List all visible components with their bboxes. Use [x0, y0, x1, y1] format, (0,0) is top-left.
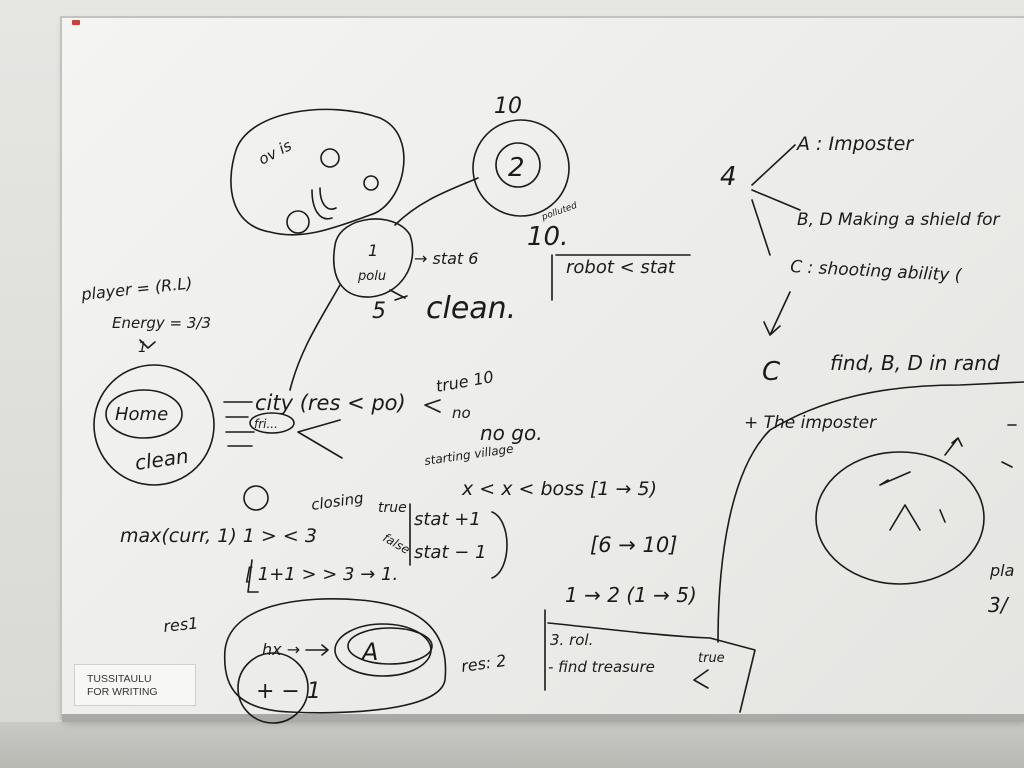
treasure-box — [544, 609, 756, 713]
note-polu: polu — [357, 269, 386, 284]
blob-outline — [230, 108, 405, 236]
a-circle-inner — [347, 627, 433, 665]
link-1-home — [289, 284, 341, 391]
note-plus-imposter: + The imposter — [744, 413, 877, 433]
home-marker — [139, 339, 156, 349]
note-max-curr: max(curr, 1) 1 > < 3 — [120, 525, 317, 547]
note-c-letter: C — [762, 357, 781, 387]
note-plus-minus-1: + − 1 — [256, 679, 321, 704]
plus-minus-circle — [237, 652, 309, 724]
note-closing: closing — [310, 489, 365, 514]
note-range-6-10: [6 → 10] — [590, 533, 677, 557]
note-no-go: no go. — [480, 421, 543, 445]
note-node-1: 1 — [368, 241, 378, 260]
note-fri: fri... — [254, 417, 278, 431]
note-range-1-2: 1 → 2 (1 → 5) — [565, 583, 697, 607]
label-line-2: FOR WRITING — [87, 686, 158, 698]
note-five: 5 — [372, 299, 386, 324]
note-bd-shield: B, D Making a shield for — [797, 210, 1001, 230]
node-1-outline — [333, 218, 414, 298]
note-ov-is: ov is — [255, 136, 294, 168]
note-clean-home: clean — [133, 444, 190, 475]
floor — [0, 722, 1024, 768]
hx-arrow — [305, 644, 329, 656]
note-node-10-top: 10 — [494, 94, 522, 119]
note-pla: pla — [989, 561, 1014, 580]
note-node-10-right: 10. — [527, 222, 568, 252]
marker-tray — [62, 714, 1024, 722]
note-node-2: 2 — [508, 153, 525, 183]
note-res1: res1 — [162, 613, 199, 636]
smile-mark — [311, 187, 337, 220]
home-dashes — [223, 401, 255, 447]
note-one-plus-one: [ 1+1 > > 3 → 1. — [245, 564, 398, 585]
left-bracket — [247, 559, 259, 593]
node-2-inner — [495, 142, 541, 188]
note-polluted: polluted — [540, 201, 579, 223]
bottom-blob — [223, 598, 447, 714]
note-player: player = (R.L) — [79, 273, 193, 304]
stat-bracket — [409, 503, 508, 579]
note-no: no — [452, 404, 471, 422]
right-dashes — [1001, 424, 1017, 468]
arrow-5 — [389, 289, 408, 301]
small-circle-a — [286, 210, 310, 234]
robot-bracket — [551, 254, 691, 301]
branch-lines — [751, 144, 801, 256]
note-true-10: true 10 — [434, 367, 495, 396]
down-arrow — [763, 291, 791, 336]
note-boss-range: x < x < boss [1 → 5) — [461, 478, 657, 500]
label-line-1: TUSSITAULU — [87, 673, 152, 685]
small-circle-b — [320, 148, 340, 168]
crossed-circle — [243, 485, 269, 511]
note-a-imposter: A : Imposter — [795, 133, 914, 155]
note-res2: res: 2 — [460, 651, 508, 676]
arena-circle — [815, 451, 985, 585]
note-c-shooting: C : shooting ability ( — [790, 257, 964, 286]
link-1-2 — [394, 177, 479, 226]
fri-bubble — [249, 412, 295, 434]
city-fork — [424, 399, 441, 413]
note-stat6: → stat 6 — [414, 249, 478, 268]
note-energy: Energy = 3/3 — [112, 314, 211, 332]
fork-lines — [297, 419, 343, 459]
note-stat-plus: stat +1 — [414, 509, 481, 530]
note-starting-village: starting village — [423, 442, 514, 468]
note-true-small: true — [698, 651, 725, 666]
note-home: Home — [115, 404, 168, 425]
note-a-letter: A — [360, 638, 378, 666]
note-stat-minus: stat − 1 — [414, 542, 487, 563]
arena-arrows — [879, 437, 963, 531]
home-outer — [93, 364, 215, 486]
red-marker-cap — [72, 20, 80, 25]
note-hx-a: hx → — [262, 640, 300, 659]
arena-path — [717, 381, 1024, 643]
note-find-treasure: - find treasure — [548, 658, 655, 676]
note-three-slash: 3/ — [988, 593, 1010, 617]
note-robot-stat: robot < stat — [566, 257, 676, 278]
note-rol: 3. rol. — [550, 631, 593, 649]
small-circle-c — [363, 175, 379, 191]
note-city: city (res < po) — [255, 391, 406, 415]
note-true-short: true — [378, 500, 407, 516]
home-inner — [105, 389, 183, 439]
whiteboard — [62, 18, 1024, 718]
treasure-arrow — [693, 669, 709, 689]
note-find-bd: find, B, D in rand — [830, 351, 1000, 375]
node-2-outer — [472, 119, 570, 217]
note-four: 4 — [720, 162, 737, 192]
note-clean-top: clean. — [426, 291, 516, 326]
note-one-mark: 1 — [138, 340, 147, 356]
note-false-short: false — [381, 530, 413, 556]
whiteboard-label: TUSSITAULU FOR WRITING — [74, 664, 196, 706]
